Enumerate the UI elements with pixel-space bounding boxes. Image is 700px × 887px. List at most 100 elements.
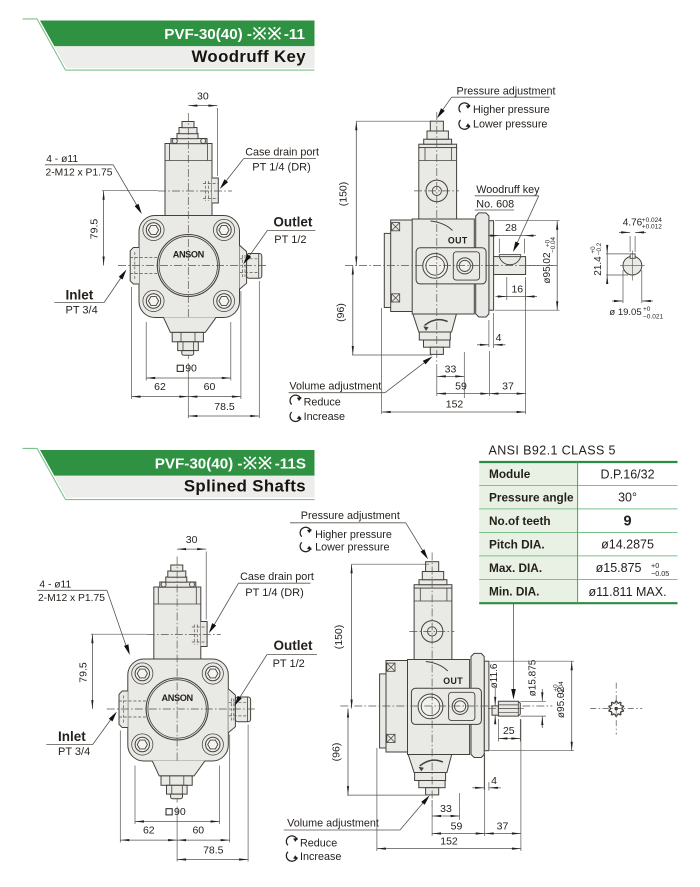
svg-text:33: 33 [445, 363, 457, 375]
svg-text:No.of teeth: No.of teeth [489, 514, 551, 528]
svg-text:Higher pressure: Higher pressure [473, 104, 550, 116]
svg-text:Inlet: Inlet [58, 729, 86, 744]
svg-text:Pressure angle: Pressure angle [489, 491, 574, 505]
svg-text:60: 60 [192, 825, 204, 837]
svg-text:Outlet: Outlet [274, 638, 314, 653]
svg-text:ANSON: ANSON [162, 693, 194, 703]
svg-text:4 - ø11: 4 - ø11 [39, 580, 71, 591]
svg-text:(150): (150) [333, 625, 345, 650]
svg-text:PT 1/4 (DR): PT 1/4 (DR) [252, 162, 310, 174]
svg-text:79.5: 79.5 [89, 219, 101, 240]
svg-text:+0: +0 [643, 306, 651, 313]
svg-text:Volume adjustment: Volume adjustment [289, 381, 381, 393]
svg-text:Reduce: Reduce [304, 397, 341, 409]
svg-text:+0: +0 [651, 561, 659, 570]
svg-text:No. 608: No. 608 [476, 199, 514, 211]
svg-text:4 - ø11: 4 - ø11 [46, 154, 78, 165]
svg-text:(96): (96) [335, 303, 347, 322]
svg-text:ø95.02: ø95.02 [556, 686, 567, 718]
svg-text:−0.04: −0.04 [558, 681, 565, 697]
svg-text:+0.012: +0.012 [642, 224, 662, 231]
svg-text:Case drain port: Case drain port [245, 147, 319, 159]
svg-text:PVF-30(40) -: PVF-30(40) - [164, 26, 252, 43]
svg-text:Increase: Increase [304, 411, 345, 423]
svg-text:Pitch DIA.: Pitch DIA. [489, 538, 545, 552]
svg-text:ø15.875: ø15.875 [596, 561, 642, 575]
svg-text:59: 59 [451, 821, 463, 833]
svg-text:Max. DIA.: Max. DIA. [489, 561, 542, 575]
svg-text:152: 152 [446, 399, 464, 411]
svg-text:ø14.2875: ø14.2875 [601, 538, 654, 552]
svg-text:2-M12 x P1.75: 2-M12 x P1.75 [38, 593, 105, 604]
svg-text:2-M12 x P1.75: 2-M12 x P1.75 [46, 168, 113, 179]
svg-text:PVF-30(40) -: PVF-30(40) - [155, 456, 243, 473]
svg-text:PT 1/2: PT 1/2 [274, 234, 306, 246]
svg-text:(96): (96) [331, 743, 343, 762]
svg-text:-11S: -11S [275, 456, 306, 473]
svg-text:Woodruff key: Woodruff key [476, 184, 540, 196]
svg-text:4.76: 4.76 [623, 218, 643, 229]
svg-text:+0: +0 [553, 684, 560, 692]
svg-text:Pressure adjustment: Pressure adjustment [301, 510, 400, 522]
svg-text:ANSON: ANSON [173, 249, 205, 259]
svg-text:(150): (150) [338, 182, 350, 207]
svg-text:PT 1/4 (DR): PT 1/4 (DR) [245, 587, 303, 599]
svg-text:Min. DIA.: Min. DIA. [489, 585, 539, 599]
svg-text:Increase: Increase [300, 851, 341, 863]
svg-text:25: 25 [503, 725, 515, 737]
svg-text:30: 30 [197, 91, 209, 103]
svg-text:59: 59 [455, 381, 467, 393]
svg-text:78.5: 78.5 [214, 401, 235, 413]
svg-text:16: 16 [511, 284, 523, 296]
svg-text:37: 37 [497, 821, 509, 833]
svg-text:−0.2: −0.2 [596, 242, 603, 255]
svg-text:152: 152 [440, 836, 458, 848]
svg-text:Module: Module [489, 467, 531, 481]
svg-text:33: 33 [440, 803, 452, 815]
svg-text:OUT: OUT [443, 676, 463, 686]
svg-text:ø95.02: ø95.02 [542, 252, 553, 284]
svg-text:90: 90 [185, 363, 197, 375]
svg-text:−0.05: −0.05 [651, 569, 669, 578]
svg-text:28: 28 [505, 222, 517, 234]
svg-text:Lower pressure: Lower pressure [315, 541, 389, 553]
svg-text:37: 37 [502, 381, 514, 393]
svg-text:D.P.16/32: D.P.16/32 [601, 467, 655, 481]
svg-text:Case drain port: Case drain port [240, 571, 314, 583]
svg-text:21.4: 21.4 [593, 256, 604, 276]
svg-text:ANSI B92.1 CLASS 5: ANSI B92.1 CLASS 5 [489, 444, 616, 458]
svg-text:9: 9 [624, 514, 632, 530]
svg-text:78.5: 78.5 [203, 845, 224, 857]
svg-text:+0: +0 [545, 239, 552, 247]
svg-text:−0.04: −0.04 [550, 237, 557, 253]
svg-text:Splined Shafts: Splined Shafts [184, 477, 306, 496]
svg-text:30: 30 [186, 534, 198, 546]
svg-text:Outlet: Outlet [273, 215, 313, 230]
svg-text:−0.021: −0.021 [643, 313, 663, 320]
svg-text:-11: -11 [284, 26, 306, 43]
svg-text:30°: 30° [618, 491, 637, 505]
svg-text:ø11.811 MAX.: ø11.811 MAX. [589, 585, 667, 599]
svg-text:4: 4 [496, 332, 502, 344]
svg-text:79.5: 79.5 [77, 662, 89, 683]
svg-text:Pressure adjustment: Pressure adjustment [457, 86, 556, 98]
svg-text:Volume adjustment: Volume adjustment [287, 818, 379, 830]
svg-text:PT 3/4: PT 3/4 [66, 305, 98, 317]
svg-text:4: 4 [491, 775, 497, 787]
svg-text:PT 1/2: PT 1/2 [273, 658, 305, 670]
svg-text:Inlet: Inlet [66, 288, 94, 303]
svg-text:90: 90 [174, 806, 186, 818]
svg-text:62: 62 [143, 825, 155, 837]
svg-text:Woodruff Key: Woodruff Key [192, 47, 307, 66]
svg-text:ø 19.05: ø 19.05 [609, 307, 641, 318]
svg-text:OUT: OUT [448, 236, 468, 246]
svg-text:62: 62 [154, 381, 166, 393]
svg-text:Lower pressure: Lower pressure [473, 119, 547, 131]
svg-text:Higher pressure: Higher pressure [315, 529, 392, 541]
svg-text:+0: +0 [590, 246, 597, 254]
svg-text:60: 60 [204, 381, 216, 393]
svg-text:Reduce: Reduce [300, 837, 337, 849]
svg-text:ø11.6: ø11.6 [489, 663, 500, 688]
svg-text:+0.024: +0.024 [642, 217, 662, 224]
svg-text:PT 3/4: PT 3/4 [58, 746, 90, 758]
